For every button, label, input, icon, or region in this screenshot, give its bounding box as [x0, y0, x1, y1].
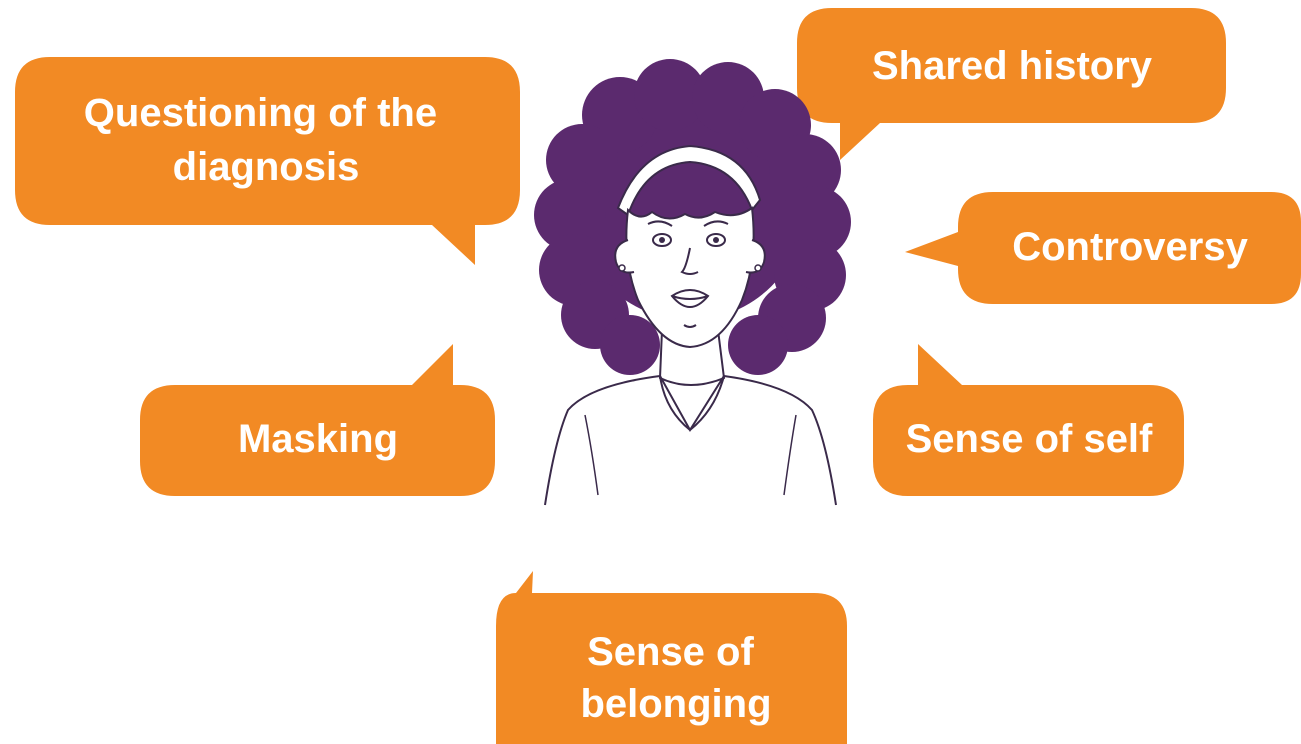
bubble-text-line: Sense of self: [906, 417, 1153, 461]
svg-text:Shared history: Shared history: [872, 44, 1153, 88]
bubble-shared-history: Shared history: [797, 8, 1226, 160]
bubble-questioning-diagnosis: Questioning of the diagnosis: [15, 57, 520, 265]
bubble-shape: [15, 57, 520, 265]
hair-shape: [534, 59, 851, 375]
bubble-controversy: Controversy: [905, 192, 1301, 304]
bubble-text-line: Masking: [238, 417, 398, 461]
bubble-sense-of-belonging: Sense of belonging: [496, 571, 847, 744]
shirt-shape: [544, 374, 837, 506]
bubble-text-line: Questioning of the: [84, 91, 437, 135]
bubble-shape: [140, 344, 495, 496]
eyes-shape: [652, 233, 726, 247]
bubble-text-line: Sense of: [587, 630, 754, 674]
mouth-shape: [670, 289, 710, 308]
bubble-masking: Masking: [140, 344, 495, 496]
left-ear-shape: [614, 239, 635, 274]
bubble-sense-of-self: Sense of self: [873, 344, 1184, 496]
bubble-shape: [905, 192, 1301, 304]
headband-shape: [616, 144, 762, 217]
bubble-text-line: diagnosis: [173, 145, 360, 189]
woman-illustration-icon: [534, 59, 851, 506]
right-ear-shape: [745, 239, 766, 274]
bubble-shape: [496, 571, 847, 744]
bubble-shape: [797, 8, 1226, 160]
svg-text:Controversy: Controversy: [1012, 225, 1248, 269]
bubble-text-line: Controversy: [1012, 225, 1248, 269]
svg-text:Sense of belonging: Sense of belonging: [580, 630, 771, 726]
bubble-text-line: Shared history: [872, 44, 1153, 88]
svg-text:Sense of self: Sense of self: [906, 417, 1153, 461]
bubble-shape: [873, 344, 1184, 496]
svg-text:Masking: Masking: [238, 417, 398, 461]
svg-text:Questioning of the diagn: Questioning of the diagnosis: [84, 91, 448, 189]
bubble-text-line: belonging: [580, 682, 771, 726]
